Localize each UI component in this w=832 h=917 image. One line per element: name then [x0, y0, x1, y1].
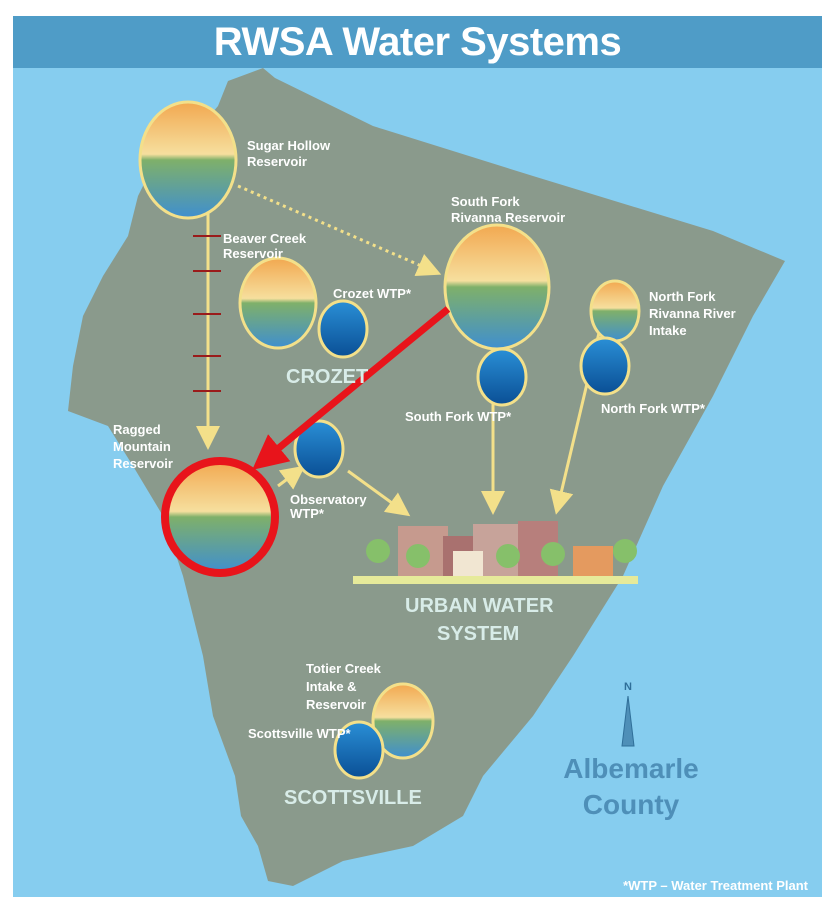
totier-creek-icon[interactable]	[371, 682, 435, 760]
crozet-wtp-icon[interactable]	[317, 299, 369, 359]
ragged-mountain-icon-highlighted[interactable]	[161, 457, 279, 577]
south-fork-reservoir-icon[interactable]	[443, 223, 551, 351]
scottsville-wtp-icon[interactable]	[333, 720, 385, 780]
north-arrow-icon	[621, 695, 635, 747]
flow-sugar-to-southfork	[237, 184, 442, 277]
albemarle-county-land	[68, 68, 785, 886]
town-crozet: CROZET	[286, 366, 368, 388]
label-north-fork-wtp: North Fork WTP*	[601, 401, 706, 416]
label-south-fork-wtp: South Fork WTP*	[405, 409, 512, 424]
label-totier-creek: Totier Creek	[306, 661, 382, 676]
label-beaver-creek: Beaver Creek	[223, 231, 307, 246]
north-label: N	[624, 681, 632, 693]
urban-city-illustration	[353, 521, 638, 584]
highlight-arrow	[252, 306, 451, 470]
map-frame: RWSA Water Systems	[13, 16, 822, 897]
town-urban-water-system: URBAN WATER	[405, 595, 554, 617]
north-fork-wtp-icon[interactable]	[579, 336, 631, 396]
flow-ragged-to-observatory	[277, 465, 306, 490]
map-title: RWSA Water Systems	[13, 16, 822, 68]
label-observatory-wtp: Observatory	[290, 492, 367, 507]
north-fork-intake-icon[interactable]	[589, 279, 641, 343]
label-crozet-wtp: Crozet WTP*	[333, 286, 412, 301]
label-north-fork: North Fork	[649, 289, 716, 304]
beaver-creek-icon[interactable]	[238, 256, 318, 350]
pipeline-ticks	[193, 235, 221, 392]
flow-observatory-to-urban	[347, 469, 411, 517]
label-sugar-hollow: Sugar Hollow	[247, 138, 331, 153]
south-fork-wtp-icon[interactable]	[476, 347, 528, 407]
label-scottsville-wtp: Scottsville WTP*	[248, 726, 352, 741]
sugar-hollow-icon[interactable]	[138, 100, 238, 220]
observatory-wtp-icon[interactable]	[293, 419, 345, 479]
town-scottsville: SCOTTSVILLE	[284, 787, 422, 809]
footnote: *WTP – Water Treatment Plant	[623, 878, 809, 893]
county-name: Albemarle	[563, 753, 698, 784]
label-south-fork: South Fork	[451, 194, 520, 209]
label-ragged-mountain: Ragged	[113, 422, 161, 437]
